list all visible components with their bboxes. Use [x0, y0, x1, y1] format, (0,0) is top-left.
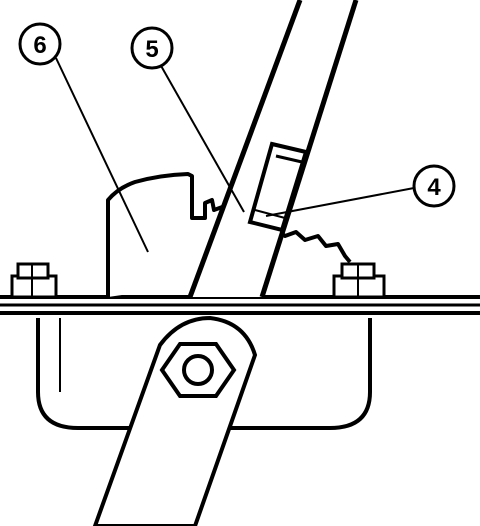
leader-lines [55, 57, 415, 253]
callout-6: 6 [18, 22, 62, 66]
mounting-plate [0, 295, 480, 315]
callout-4: 4 [412, 164, 456, 208]
callout-5: 5 [130, 26, 174, 70]
callout-5-label: 5 [145, 36, 158, 63]
callout-4-label: 4 [427, 174, 441, 201]
pivot-nut [159, 342, 237, 398]
left-bolt [10, 262, 58, 299]
callout-6-label: 6 [33, 32, 46, 59]
right-bolt [332, 262, 386, 299]
locking-sleeve [247, 141, 309, 233]
